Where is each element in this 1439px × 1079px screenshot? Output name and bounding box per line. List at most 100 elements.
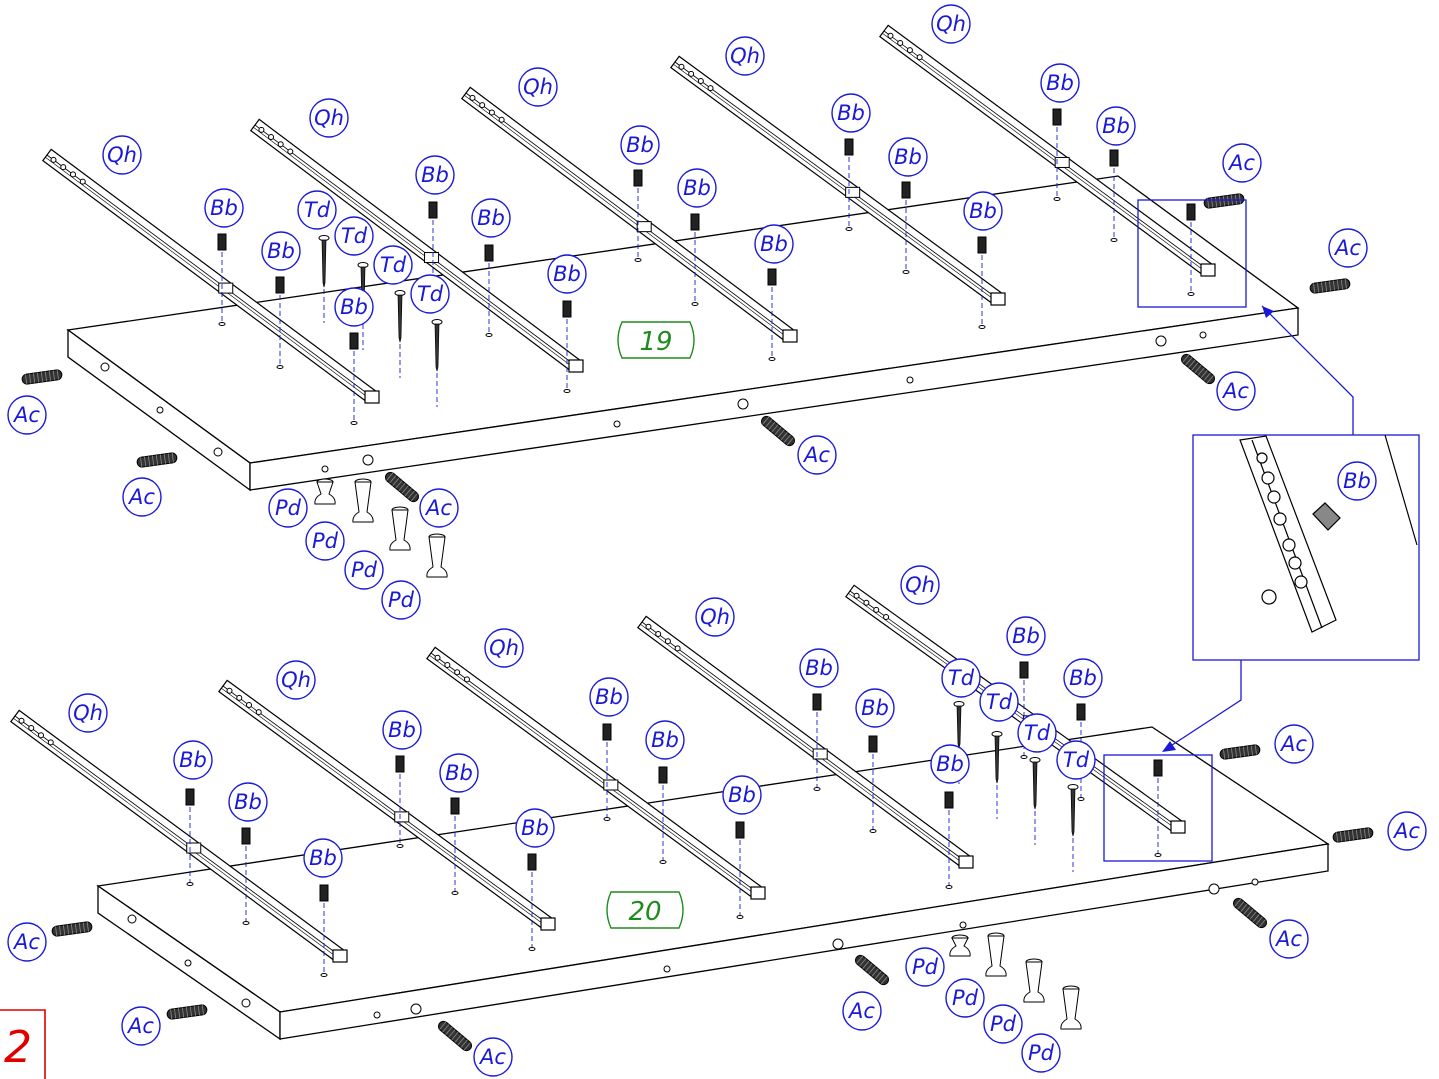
callout-rail-40-label: Qh — [905, 573, 935, 597]
callout-cam-bolt-42-label: Bb — [234, 790, 262, 814]
callout-cam-bolt-49: Bb — [722, 775, 762, 815]
callout-cam-bolt-45-label: Bb — [521, 816, 549, 840]
cam-bolt-20-12 — [944, 791, 954, 889]
callout-rail-38: Qh — [484, 628, 524, 668]
screw-20-3 — [1029, 757, 1041, 845]
rail-19-4 — [670, 55, 1006, 306]
cam-bolt-19-13 — [1052, 108, 1062, 201]
callout-dowel-61: Ac — [473, 1037, 513, 1077]
callout-cam-bolt-18: Bb — [1040, 63, 1080, 103]
cam-bolt-20-8 — [658, 766, 668, 864]
detail-rail — [1239, 435, 1337, 633]
foot-19-1 — [314, 478, 336, 505]
callout-foot-34-label: Pd — [388, 588, 415, 612]
panel-label-20: 20 — [606, 891, 684, 929]
cam-bolt-19-11 — [901, 181, 911, 274]
dowel-20-1 — [51, 921, 93, 937]
callout-dowel-26: Ac — [419, 488, 459, 528]
panel-19-front-edge — [249, 307, 1299, 491]
panel-20 — [96, 726, 1330, 1041]
cam-bolt-19-9 — [767, 268, 777, 361]
dowel-20-3 — [438, 1020, 472, 1052]
callout-foot-66: Pd — [905, 947, 945, 987]
screw-20-2 — [991, 731, 1003, 819]
callout-foot-32: Pd — [305, 521, 345, 561]
callout-dowel-62: Ac — [842, 991, 882, 1031]
callout-cam-bolt-17: Bb — [963, 191, 1003, 231]
foot-19-2 — [352, 478, 374, 523]
dowel-19-4 — [761, 415, 795, 447]
foot-20-2 — [985, 932, 1007, 977]
callout-cam-bolt-15-label: Bb — [837, 101, 865, 125]
callout-cam-bolt-45: Bb — [515, 808, 555, 848]
callout-cam-bolt-7-label: Bb — [267, 239, 295, 263]
callout-cam-bolt-50: Bb — [799, 648, 839, 688]
callout-cam-bolt-51-label: Bb — [861, 696, 889, 720]
callout-cam-bolt-16-label: Bb — [894, 145, 922, 169]
callout-cam-bolt-46: Bb — [303, 838, 343, 878]
callout-dowel-59-label: Ac — [12, 930, 40, 954]
callout-foot-69-label: Pd — [1028, 1041, 1055, 1065]
panel-number-19: 19 — [639, 327, 672, 357]
callout-dowel-30-label: Ac — [1333, 236, 1361, 260]
callout-cam-bolt-19: Bb — [1096, 106, 1136, 146]
detail-panel-edge — [1384, 434, 1418, 546]
cam-bolt-19-15 — [1186, 203, 1196, 296]
callout-foot-67-label: Pd — [952, 986, 979, 1010]
dowel-19-6 — [1203, 193, 1245, 209]
callout-dowel-27: Ac — [797, 435, 837, 475]
callout-dowel-26-label: Ac — [424, 496, 452, 520]
cam-bolt-20-7 — [602, 723, 612, 821]
callout-dowel-28-label: Ac — [1221, 379, 1249, 403]
callout-dowel-63: Ac — [1269, 919, 1309, 959]
callout-cam-bolt-11-label: Bb — [340, 295, 368, 319]
cam-bolt-20-5 — [527, 853, 537, 951]
callout-rail-4-label: Qh — [730, 44, 760, 68]
cam-bolt-19-1 — [217, 233, 227, 326]
dowel-19-3 — [385, 471, 419, 503]
rail-20-2 — [218, 679, 556, 931]
detail-arrow-lower — [1162, 741, 1176, 752]
cam-bolt-19-4 — [484, 244, 494, 337]
callout-dowel-62-label: Ac — [847, 999, 875, 1023]
callout-foot-33-label: Pd — [351, 558, 378, 582]
rail-20-3 — [426, 646, 766, 900]
callout-dowel-65: Ac — [1387, 811, 1427, 851]
callout-screw-58-label: Td — [1063, 748, 1090, 772]
cam-bolt-19-6 — [349, 332, 359, 425]
callout-screw-22-label: Td — [380, 253, 407, 277]
callout-dowel-59: Ac — [7, 922, 47, 962]
callout-cam-bolt-13-label: Bb — [683, 176, 711, 200]
detail-zoom-frame — [1192, 434, 1420, 661]
callout-foot-34: Pd — [381, 580, 421, 620]
callout-rail-37: Qh — [276, 660, 316, 700]
cam-bolt-20-14 — [1076, 703, 1086, 801]
cam-bolt-19-7 — [633, 169, 643, 262]
detail-arrow-upper — [1262, 306, 1274, 318]
callout-cam-bolt-50-label: Bb — [805, 656, 833, 680]
callout-foot-68-label: Pd — [990, 1012, 1017, 1036]
callout-cam-bolt-54: Bb — [1063, 658, 1103, 698]
panel-19 — [66, 175, 1300, 492]
callout-cam-bolt-9-label: Bb — [477, 206, 505, 230]
cam-bolt-19-3 — [428, 201, 438, 284]
callout-cam-bolt-17-label: Bb — [969, 199, 997, 223]
panel-19-holes — [100, 331, 1207, 473]
panel-20-holes — [127, 878, 1259, 1019]
rail-20-1 — [10, 709, 348, 963]
callout-dowel-65-label: Ac — [1392, 819, 1420, 843]
callout-cam-bolt-6-label: Bb — [210, 196, 238, 220]
callout-foot-31-label: Pd — [275, 496, 302, 520]
callout-foot-66-label: Pd — [912, 955, 939, 979]
callout-screw-20-label: Td — [304, 198, 331, 222]
callout-dowel-29-label: Ac — [1227, 151, 1255, 175]
cam-bolt-20-4 — [450, 797, 460, 895]
cam-bolt-19-2 — [275, 276, 285, 369]
cam-bolt-19-10 — [844, 138, 854, 231]
foot-20-4 — [1060, 985, 1082, 1030]
hardware-layer — [21, 108, 1374, 1052]
callout-rail-2: Qh — [309, 98, 349, 138]
dowel-20-5 — [1233, 897, 1267, 929]
callout-rail-3-label: Qh — [523, 75, 553, 99]
